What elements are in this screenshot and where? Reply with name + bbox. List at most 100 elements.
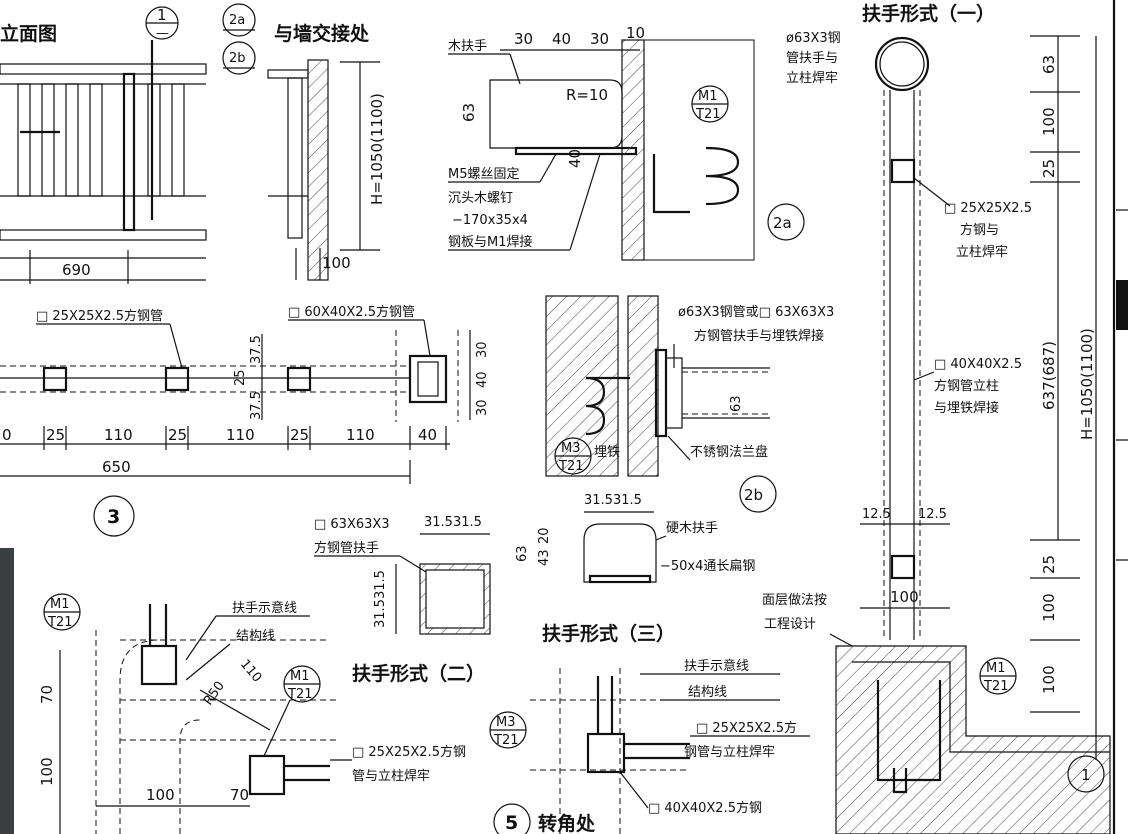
label-small-tube: □ 25X25X2.5方钢管 bbox=[36, 308, 163, 324]
form2-title: 扶手形式（二） bbox=[352, 662, 485, 685]
label-flat-steel: −50x4通长扁钢 bbox=[660, 559, 755, 574]
m3-code-2b: M3 bbox=[561, 441, 581, 456]
dim-f125a: 12.5 bbox=[862, 507, 891, 522]
label-round-tube: ø63X3钢 bbox=[786, 31, 841, 46]
dim-form2-vertical: 31.531.5 bbox=[373, 570, 388, 628]
title-block-marker bbox=[1116, 280, 1128, 330]
dim-f25: 25 bbox=[1040, 159, 1058, 178]
label-2b-tube: ø63X3钢管或□ 63X63X3 bbox=[678, 305, 834, 320]
t21-code-corner: T21 bbox=[47, 615, 72, 630]
dim-f63: 63 bbox=[1040, 55, 1058, 74]
label-bolt: M5螺丝固定 bbox=[448, 167, 520, 182]
detail-3-number: 3 bbox=[107, 506, 120, 528]
label-screw: 沉头木螺钉 bbox=[448, 191, 513, 206]
label-big-tube: □ 60X40X2.5方钢管 bbox=[288, 304, 415, 320]
detail-1-number: 1 bbox=[1081, 766, 1091, 784]
callout-2a-label: 2a bbox=[229, 13, 245, 28]
t21-code-lower: T21 bbox=[493, 733, 518, 748]
dim-form3-20: 20 bbox=[537, 527, 552, 544]
label-flange: 不锈钢法兰盘 bbox=[690, 444, 768, 460]
t21-code-2b: T21 bbox=[558, 459, 583, 474]
form3-title: 扶手形式（三） bbox=[542, 622, 675, 645]
dim-30-vertical: 30 bbox=[475, 341, 490, 358]
dim-corner-110: 110 bbox=[237, 657, 264, 686]
callout-m1-corner: M1 T21 bbox=[43, 593, 81, 631]
dim-40-vertical-3: 40 bbox=[475, 371, 490, 388]
dim-f100b: 100 bbox=[1040, 593, 1058, 622]
dim-f100c: 100 bbox=[1040, 665, 1058, 694]
dim-690: 690 bbox=[62, 261, 91, 279]
dim-63-2b: 63 bbox=[729, 395, 744, 412]
dim-f125b: 12.5 bbox=[918, 507, 947, 522]
label-form2-tube: □ 63X63X3 bbox=[314, 517, 390, 532]
dim-40: 40 bbox=[552, 30, 571, 48]
detail-corner: M1 T21 扶手示意线 结构线 110 R50 M1 T21 □ 25X25X… bbox=[0, 548, 466, 834]
callout-m1-form1: M1 T21 bbox=[979, 657, 1017, 695]
label-embed: 埋铁 bbox=[594, 445, 620, 460]
label-2b-tube2: 方钢管扶手与埋铁焊接 bbox=[694, 328, 824, 344]
dim-form3-top: 31.531.5 bbox=[584, 493, 642, 508]
detail-2a: 木扶手 30 40 30 10 R=10 63 40 M1 T21 M5螺丝固定… bbox=[448, 24, 805, 261]
dim-radius: R=10 bbox=[566, 86, 608, 104]
dim-375-b: 37.5 bbox=[249, 391, 264, 420]
dim-650: 650 bbox=[102, 458, 131, 476]
corner-title: 转角处 bbox=[538, 812, 596, 834]
label-sq2: □ 40X40X2.5 bbox=[934, 357, 1022, 372]
callout-m1-2a: M1 T21 bbox=[691, 85, 729, 123]
elevation-view: 立面图 690 1 — bbox=[0, 6, 207, 284]
detail-3-marker: 3 bbox=[93, 495, 135, 537]
label-round-tube3: 立柱焊牢 bbox=[786, 70, 838, 86]
dim-form3-63: 63 bbox=[515, 545, 530, 562]
label-lower-sq3: □ 40X40X2.5方钢 bbox=[648, 800, 762, 816]
label-hardwood: 硬木扶手 bbox=[666, 521, 718, 536]
label-form2-tube2: 方钢管扶手 bbox=[314, 540, 379, 556]
dim-110-b: 110 bbox=[226, 426, 255, 444]
label-corner-struct: 结构线 bbox=[236, 629, 275, 644]
dim-110-c: 110 bbox=[346, 426, 375, 444]
detail-form-1: 扶手形式（一） ø63X3钢 管扶手与 立柱焊牢 □ 25X25X2.5 方钢与… bbox=[762, 2, 1111, 834]
dim-f25b: 25 bbox=[1040, 555, 1058, 574]
callout-2b: 2b bbox=[222, 41, 256, 75]
label-sq1: □ 25X25X2.5 bbox=[944, 201, 1032, 216]
dim-25-a: 25 bbox=[46, 426, 65, 444]
dim-375-a: 37.5 bbox=[249, 335, 264, 364]
dim-30-a: 30 bbox=[514, 30, 533, 48]
label-floor2: 工程设计 bbox=[764, 617, 816, 632]
wall-joint-view: 2a 2b 与墙交接处 100 H=1050(1100) bbox=[222, 3, 386, 281]
dim-25-b: 25 bbox=[168, 426, 187, 444]
t21-code-corner-b: T21 bbox=[287, 687, 312, 702]
label-corner-sq2: 管与立柱焊牢 bbox=[352, 768, 430, 784]
label-lower-struct: 结构线 bbox=[688, 685, 727, 700]
callout-1: 1 — bbox=[145, 6, 179, 41]
callout-m3-lower: M3 T21 bbox=[489, 711, 527, 749]
dim-corner-100: 100 bbox=[38, 757, 56, 786]
detail-1-marker: 1 bbox=[1067, 755, 1105, 793]
wall-joint-title: 与墙交接处 bbox=[274, 22, 370, 45]
label-corner-sq: □ 25X25X2.5方钢 bbox=[352, 744, 466, 760]
detail-2b-marker: 2b bbox=[739, 475, 777, 513]
elevation-title: 立面图 bbox=[0, 22, 57, 45]
m1-code-2a: M1 bbox=[698, 89, 718, 104]
detail-corner-plan: M3 T21 扶手示意线 结构线 □ 25X25X2.5方 钢管与立柱焊牢 □ … bbox=[489, 658, 810, 834]
dim-30-b: 30 bbox=[590, 30, 609, 48]
callout-1-number: 1 bbox=[157, 6, 167, 24]
dim-10: 10 bbox=[626, 24, 645, 42]
label-wood-rail: 木扶手 bbox=[448, 39, 487, 54]
label-sq1c: 立柱焊牢 bbox=[956, 244, 1008, 260]
callout-2a: 2a bbox=[222, 3, 256, 37]
dim-30-vertical-b: 30 bbox=[475, 399, 490, 416]
m1-code-corner-b: M1 bbox=[290, 669, 310, 684]
m1-code-form1: M1 bbox=[986, 661, 1006, 676]
form1-title: 扶手形式（一） bbox=[862, 2, 995, 25]
m3-code-lower: M3 bbox=[496, 715, 516, 730]
detail-2b: 63 ø63X3钢管或□ 63X63X3 方钢管扶手与埋铁焊接 M3 T21 埋… bbox=[545, 295, 834, 513]
label-sq2c: 与埋铁焊接 bbox=[934, 400, 999, 416]
label-plate: −170x35x4 bbox=[452, 213, 528, 228]
label-lower-sq2: 钢管与立柱焊牢 bbox=[684, 744, 775, 760]
dim-form2-horizontal: 31.531.5 bbox=[424, 515, 482, 530]
dim-corner-70-b: 70 bbox=[230, 786, 249, 804]
dim-25-c: 25 bbox=[290, 426, 309, 444]
callout-m3-2b: M3 T21 bbox=[554, 437, 592, 475]
dim-form3-43: 43 bbox=[537, 549, 552, 566]
